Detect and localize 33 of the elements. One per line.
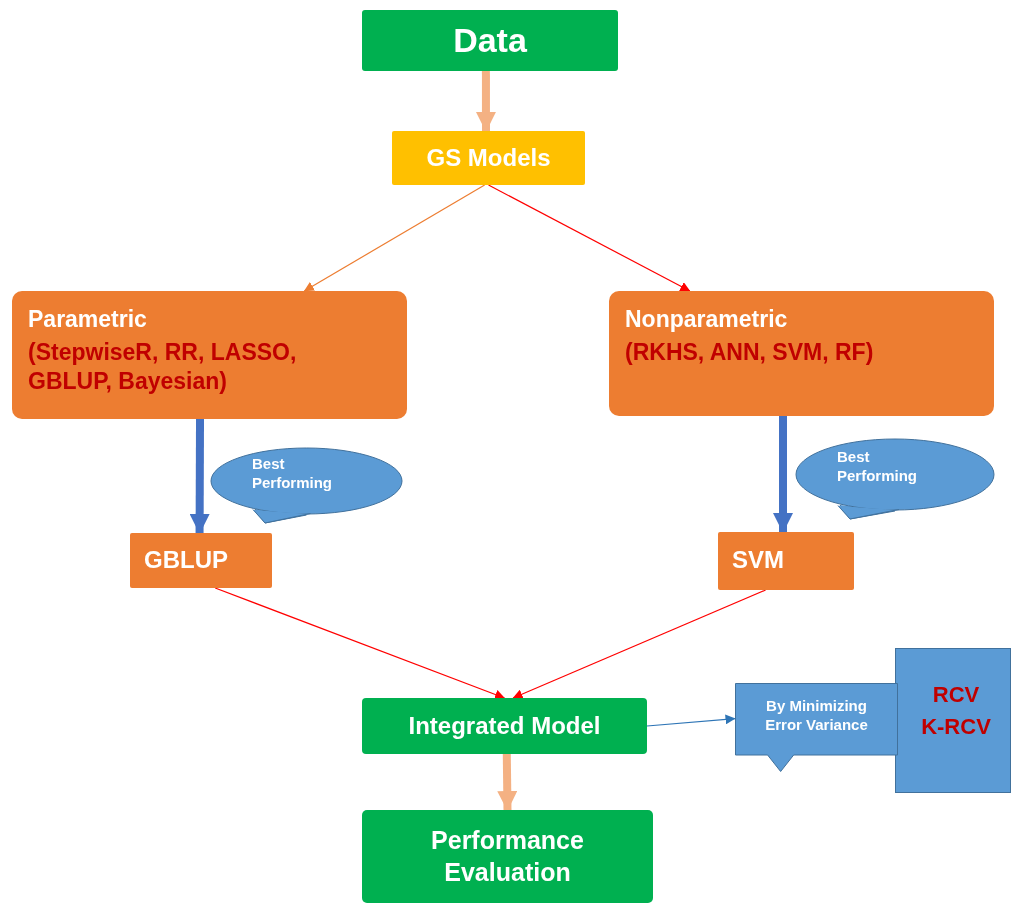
process-box [609,291,994,416]
arrow [646,714,736,727]
process-box [392,131,585,185]
node-title: Data [452,20,528,62]
node-title: SVM [732,545,785,575]
process-box [12,291,407,419]
arrow [487,184,691,292]
process-box [718,532,854,590]
arrow [475,71,496,132]
node-subtitle: (RKHS, ANN, SVM, RF) [625,337,875,367]
arrow [303,184,486,292]
node-title: By Minimizing Error Variance [764,697,869,735]
process-box [362,810,653,903]
process-box [895,648,1011,793]
arrow [773,416,793,533]
node-title: Performance Evaluation [430,825,585,888]
node-title: Parametric [28,305,148,334]
arrow [189,419,210,534]
process-box [362,698,647,754]
node-title: Best Performing [252,455,333,493]
node-title: Integrated Model [407,711,602,741]
arrow [497,753,518,811]
process-box [130,533,272,588]
node-title: GS Models [425,143,552,173]
process-box [362,10,618,71]
node-subtitle: K-RCV [920,712,992,740]
arrow [512,589,767,699]
node-title: RCV [931,681,981,709]
node-title: Best Performing [837,448,918,486]
node-title: Nonparametric [625,305,789,334]
node-title: GBLUP [144,545,229,575]
node-subtitle: (StepwiseR, RR, LASSO, GBLUP, Bayesian) [28,337,298,396]
arrow [214,587,506,700]
